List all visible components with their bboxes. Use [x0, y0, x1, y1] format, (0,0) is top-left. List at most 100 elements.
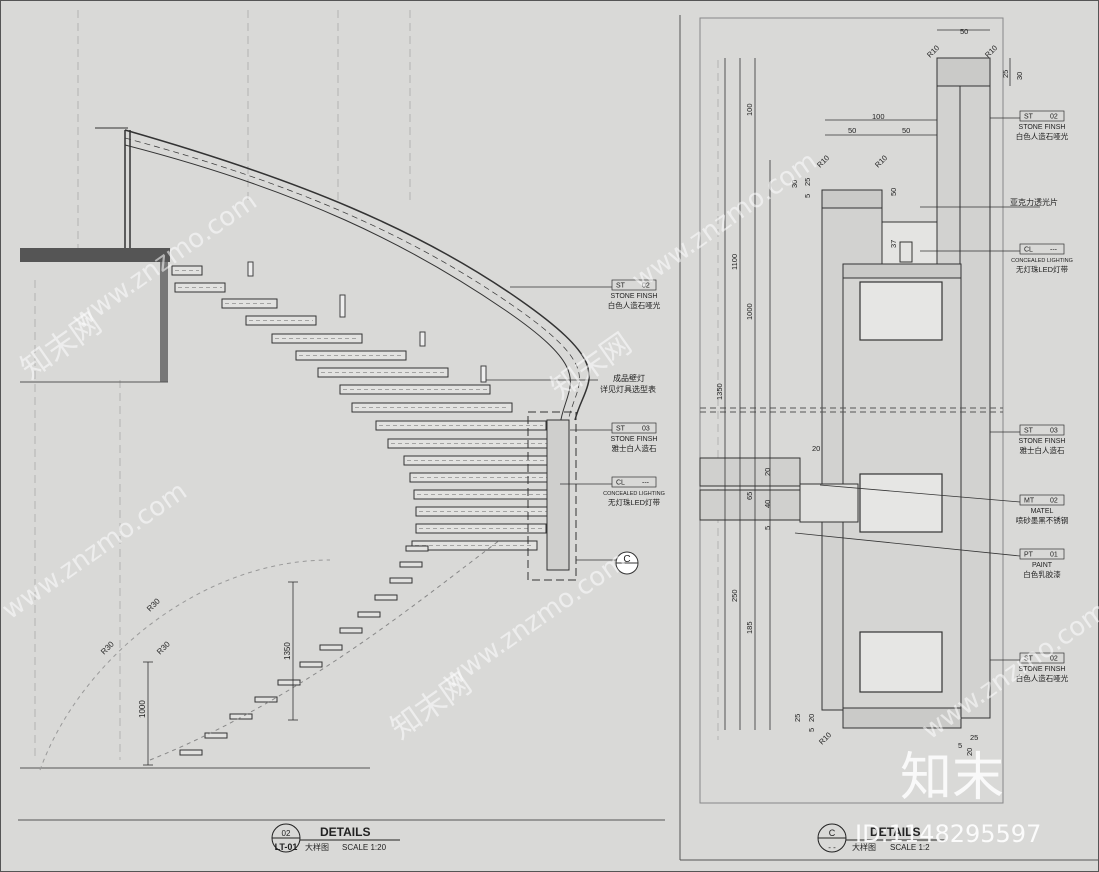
- rdim-25b: 25: [803, 178, 812, 186]
- title-right-callout: C: [829, 828, 836, 838]
- title-right-subtitle: 大样图: [852, 842, 876, 852]
- material-tag-desc: 喷砂墨黑不锈钢: [1016, 515, 1069, 525]
- wm-brand-3: 知末网: [545, 326, 639, 406]
- material-tag-number: 03: [1050, 428, 1058, 435]
- rdim-25: 25: [1001, 70, 1010, 78]
- title-block-right: C - - DETAILS 大样图 SCALE 1:2: [817, 823, 946, 853]
- material-tag-code: ST: [1024, 656, 1034, 663]
- title-left-heading: DETAILS: [320, 825, 370, 839]
- floor-slab: [20, 248, 370, 769]
- stair-tread: [171, 265, 203, 276]
- acrylic-note: 亚克力透光片: [920, 197, 1058, 208]
- stair-tread-lower: [374, 594, 398, 601]
- material-tag-box: [611, 476, 657, 488]
- stair-tread-lower: [405, 545, 429, 552]
- lamp-note-line2: 详见灯具选型表: [600, 384, 656, 394]
- rdim-mid-65: 65: [745, 492, 754, 500]
- material-tag-name: STONE FINSH: [611, 436, 658, 443]
- rdim-mid-40: 40: [763, 500, 772, 508]
- stair-treads-lower: [179, 545, 429, 756]
- acrylic-note-text: 亚克力透光片: [1010, 197, 1058, 207]
- grid-lines: [34, 10, 719, 760]
- material-tag-name: STONE FINSH: [1019, 438, 1066, 445]
- rdim-r10-b: R10: [983, 43, 999, 59]
- material-tag-box: [1019, 494, 1065, 506]
- title-right-heading: DETAILS: [870, 825, 920, 839]
- rdim-bot-5b: 5: [958, 741, 962, 750]
- rdim-50c: 50: [889, 188, 898, 196]
- rdim-r10-a: R10: [925, 43, 941, 59]
- title-left-scale: SCALE 1:20: [342, 843, 387, 852]
- rdim-5: 5: [803, 194, 812, 198]
- rdim-30: 30: [1015, 72, 1024, 80]
- wm-logo: 知末: [900, 748, 1004, 808]
- material-tag-code: ST: [1024, 114, 1034, 121]
- material-tag-code: CL: [1024, 247, 1033, 254]
- rdim-bot-r10: R10: [817, 730, 833, 746]
- rdim-bot-25b: 25: [970, 733, 978, 742]
- material-tag-code: ST: [1024, 428, 1034, 435]
- wm-site-3: www.znzmo.com: [437, 546, 633, 696]
- material-tag-code: ST: [616, 283, 626, 290]
- dim-r30-b: R30: [99, 639, 116, 656]
- stair-tread-lower: [319, 644, 343, 651]
- dim-r30-a: R30: [145, 596, 162, 613]
- dim-1350: 1350: [283, 642, 292, 660]
- stair-tread-lower: [339, 627, 363, 634]
- callout-c-left: C: [576, 551, 639, 575]
- material-tag-number: 03: [642, 426, 650, 433]
- left-dimensions: [143, 581, 298, 766]
- material-tag-number: 02: [642, 283, 650, 290]
- rdim-left-250: 250: [730, 589, 739, 602]
- rdim-bot-5: 5: [807, 728, 816, 732]
- title-right-scale: SCALE 1:2: [890, 843, 930, 852]
- material-tag-code: CL: [616, 480, 625, 487]
- rdim-30b: 30: [790, 180, 799, 188]
- material-tag-desc: 雅士白人造石: [612, 443, 657, 453]
- rdim-bot-20b: 20: [965, 748, 974, 756]
- stair-tread-lower: [204, 732, 228, 739]
- stair-tread-lower: [254, 696, 278, 703]
- rdim-bot-20: 20: [807, 714, 816, 722]
- right-dimension-lines: [724, 29, 1011, 730]
- material-tag-box: [1019, 243, 1065, 255]
- material-tag-code: MT: [1024, 498, 1035, 505]
- material-tag-desc: 无灯珠LED灯带: [1016, 264, 1069, 274]
- stair-tread: [415, 523, 547, 534]
- wall-lamps: [247, 261, 487, 383]
- stair-guide-curve: [149, 539, 501, 761]
- material-tag-box: [611, 422, 657, 434]
- right-section: [699, 57, 1003, 729]
- material-tag-desc: 白色乳胶漆: [1023, 569, 1061, 579]
- material-tag-box: [1019, 548, 1065, 560]
- title-left-number: 02: [282, 829, 291, 838]
- material-tag-box: [611, 279, 657, 291]
- material-tag-number: 02: [1050, 114, 1058, 121]
- material-tag-code: ST: [616, 426, 626, 433]
- rdim-37: 37: [889, 240, 898, 248]
- detail-c-boundary: [527, 411, 577, 581]
- material-tag-name: STONE FINSH: [1019, 124, 1066, 131]
- material-tag-name: CONCEALED LIGHTING: [603, 491, 665, 497]
- material-tag-desc: 雅士白人造石: [1020, 445, 1065, 455]
- callout-c-left-letter: C: [623, 554, 630, 565]
- lamp-note: 成品壁灯 详见灯具选型表: [600, 373, 656, 394]
- rdim-left-1350: 1350: [715, 383, 724, 400]
- stair-tread-lower: [399, 561, 423, 568]
- title-left-subtitle: 大样图: [305, 842, 329, 852]
- rdim-mid-5: 5: [763, 526, 772, 530]
- stair-tread-lower: [179, 749, 203, 756]
- handrail: [95, 127, 590, 426]
- material-tag-number: 01: [1050, 552, 1058, 559]
- stair-guide-curve-2: [39, 559, 331, 771]
- wm-site-2: www.znzmo.com: [0, 476, 193, 626]
- stair-tread-lower: [277, 679, 301, 686]
- rdim-left-1100: 1100: [730, 254, 739, 270]
- stair-treads: [171, 265, 565, 551]
- rdim-mid-20a: 20: [812, 444, 820, 453]
- stair-tread-lower: [229, 713, 253, 720]
- material-tag-box: [1019, 652, 1065, 664]
